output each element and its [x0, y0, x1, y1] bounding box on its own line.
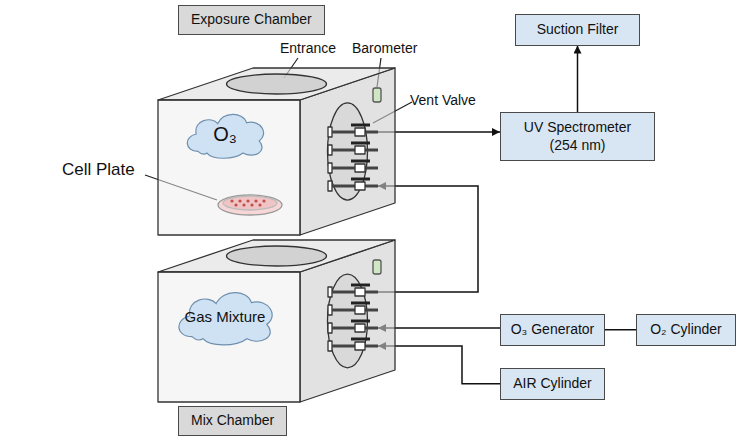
flow-arrow: [378, 346, 500, 384]
box-label: UV Spectrometer (254 nm): [509, 119, 646, 154]
gas-cloud: Gas Mixture: [170, 285, 280, 347]
flow-arrow: [577, 46, 579, 113]
chamber-top-face: [158, 68, 395, 100]
valve: [328, 179, 378, 191]
valve: [328, 143, 378, 155]
process-box: Suction Filter: [515, 14, 640, 46]
box-label: O₂ Cylinder: [650, 321, 722, 339]
valve: [328, 125, 378, 137]
chamber: Exposure ChamberO₃: [158, 68, 378, 235]
gas-label: Gas Mixture: [185, 308, 266, 325]
valve: [328, 303, 378, 315]
process-box: AIR Cylinder: [500, 368, 605, 400]
valve: [328, 339, 378, 351]
box-label: AIR Cylinder: [513, 375, 592, 393]
part-label: Vent Valve: [410, 92, 476, 109]
flow-arrow: [378, 131, 500, 133]
chamber-outline: [158, 68, 378, 235]
chamber-top-face: [158, 240, 395, 272]
barometer-gauge: [373, 260, 381, 274]
chamber-front-face: [158, 100, 300, 235]
box-label: O₃ Generator: [511, 321, 595, 339]
chamber: Mix ChamberGas Mixture: [158, 240, 378, 402]
process-box: UV Spectrometer (254 nm): [500, 112, 655, 161]
gas-cloud: O₃: [180, 108, 270, 160]
entrance-opening: [227, 74, 327, 94]
valve: [328, 321, 378, 333]
entrance-opening: [227, 246, 327, 266]
process-box: O₂ Cylinder: [636, 314, 736, 346]
chamber-title: Exposure Chamber: [178, 5, 325, 35]
chamber-name: Mix Chamber: [191, 412, 274, 430]
flow-arrow: [378, 327, 500, 329]
flow-arrow: [605, 329, 636, 331]
gas-label: O₃: [213, 123, 237, 146]
box-label: Suction Filter: [537, 21, 619, 39]
part-label: Barometer: [352, 40, 417, 57]
chamber-name: Exposure Chamber: [191, 11, 312, 29]
barometer-gauge: [373, 88, 381, 102]
chamber-title: Mix Chamber: [178, 406, 287, 436]
chamber-front-face: [158, 272, 300, 402]
valve: [328, 161, 378, 173]
cell-plate: [218, 195, 282, 215]
part-label: Cell Plate: [62, 160, 135, 180]
part-label: Entrance: [280, 40, 336, 57]
valve: [328, 285, 378, 297]
process-box: O₃ Generator: [500, 314, 605, 346]
